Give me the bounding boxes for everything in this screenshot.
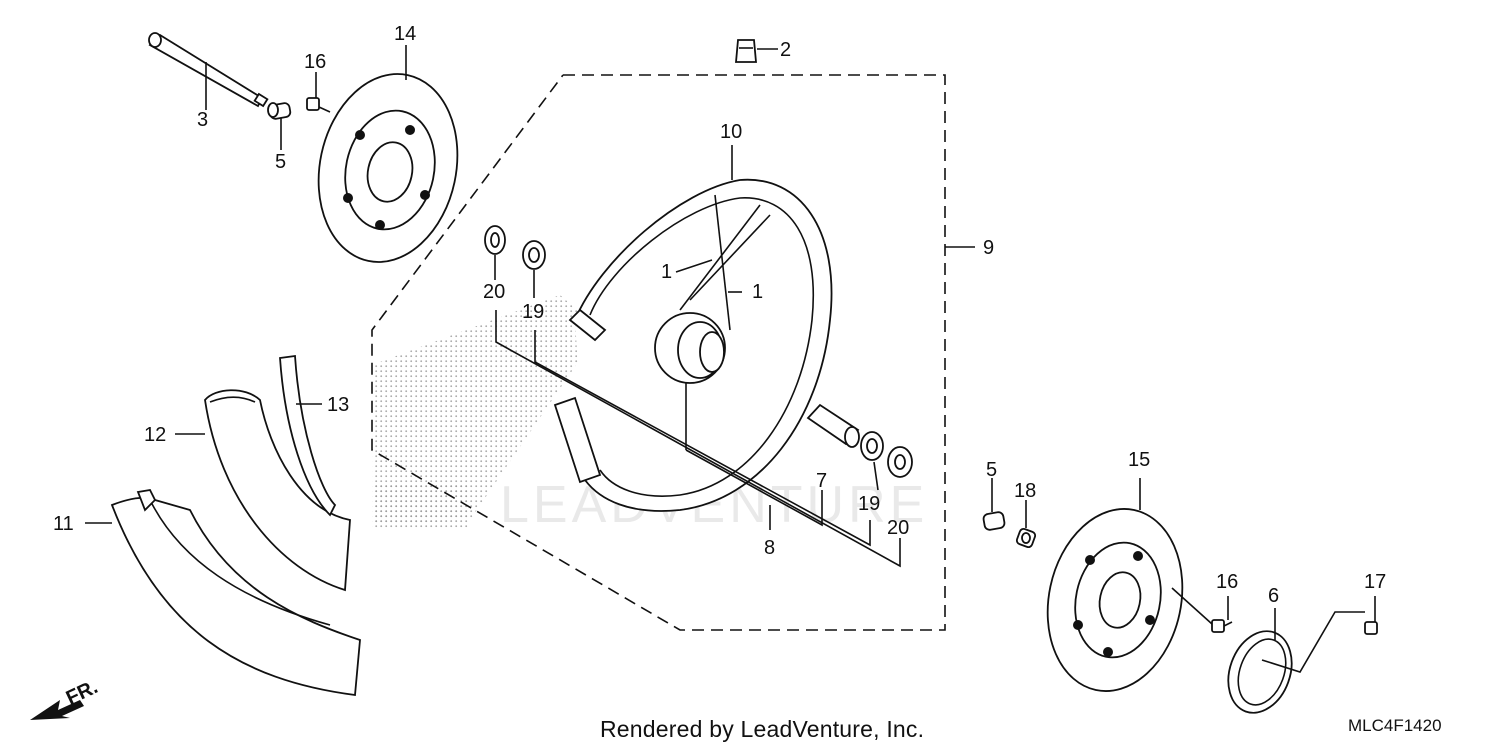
leader-lines (205, 45, 975, 568)
brake-disc-left-part (317, 73, 459, 263)
callout-5b: 5 (986, 459, 997, 481)
bolt-small-part (1364, 596, 1378, 635)
callout-20b: 20 (887, 517, 909, 539)
diagram-code: MLC4F1420 (1348, 716, 1442, 735)
bolt-left-part (306, 97, 331, 113)
callout-8: 8 (764, 537, 775, 559)
shading-area (372, 295, 600, 525)
bolt-right-part (1171, 587, 1233, 633)
bearing-right-part (860, 431, 884, 461)
pulser-ring-part (1227, 608, 1365, 714)
callout-12: 12 (144, 424, 166, 446)
tire-part (110, 489, 361, 697)
rim-band-part (279, 354, 337, 517)
nut-part (1015, 500, 1037, 549)
callout-17: 17 (1364, 571, 1386, 593)
callout-20a: 20 (483, 281, 505, 303)
front-arrow-icon: FR. (30, 676, 101, 720)
footer-credit: Rendered by LeadVenture, Inc. (600, 716, 925, 742)
callout-11: 11 (53, 513, 74, 535)
seal-left-part (484, 225, 506, 255)
callout-9: 9 (983, 237, 994, 259)
assembly-box-outline (371, 74, 946, 631)
callout-7: 7 (816, 470, 827, 492)
callout-labels: 1 1 2 3 5 5 6 7 8 9 10 11 12 13 14 15 16… (53, 23, 1386, 607)
callout-2: 2 (780, 39, 791, 61)
callout-18: 18 (1014, 480, 1036, 502)
callout-19b: 19 (858, 493, 880, 515)
spacer-part (806, 403, 860, 448)
callout-1b: 1 (752, 281, 763, 303)
valve-cap-part (735, 39, 757, 63)
hub-part (654, 312, 726, 450)
callout-16a: 16 (304, 51, 326, 73)
callout-5a: 5 (275, 151, 286, 173)
tube-part (204, 389, 351, 592)
brake-disc-right-part (1046, 478, 1184, 692)
callout-15: 15 (1128, 449, 1150, 471)
bearing-left-part (522, 240, 546, 270)
collar-right-part (982, 478, 1006, 531)
shading-area-2 (372, 485, 470, 530)
callout-6: 6 (1268, 585, 1279, 607)
collar-left-part (267, 102, 292, 120)
callout-14: 14 (394, 23, 416, 45)
spokes-part (679, 194, 771, 331)
callout-19a: 19 (522, 301, 544, 323)
seal-right-part (887, 446, 913, 478)
axle-part (148, 32, 269, 108)
callout-3: 3 (197, 109, 208, 131)
callout-1a: 1 (661, 261, 672, 283)
front-label: FR. (63, 676, 101, 710)
callout-13: 13 (327, 394, 349, 416)
callout-16b: 16 (1216, 571, 1238, 593)
tire-leaders (85, 403, 322, 524)
callout-10: 10 (720, 121, 742, 143)
